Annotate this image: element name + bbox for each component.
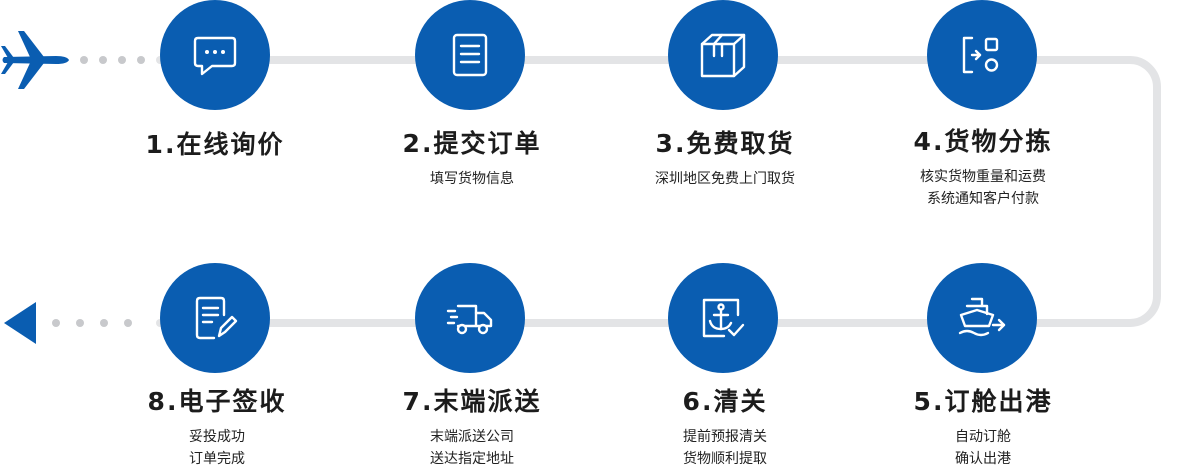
step-4-desc-line-2: 系统通知客户付款 — [927, 191, 1039, 207]
step-5-desc-line-2: 确认出港 — [955, 451, 1011, 467]
step-6-circle — [668, 263, 778, 373]
step-8-desc: 妥投成功 订单完成 — [107, 426, 327, 470]
step-4-title: 4.货物分拣 — [913, 127, 1053, 156]
step-7-desc-line-1: 末端派送公司 — [430, 429, 514, 445]
step-5-desc: 自动订舱 确认出港 — [873, 426, 1093, 470]
step-4: 4.货物分拣 核实货物重量和运费 系统通知客户付款 — [873, 127, 1093, 210]
step-8-desc-line-2: 订单完成 — [189, 451, 245, 467]
step-2-desc-line-1: 填写货物信息 — [430, 171, 514, 187]
step-6-desc-line-2: 货物顺利提取 — [683, 451, 767, 467]
ship-icon — [958, 297, 1006, 337]
document-icon — [452, 33, 488, 77]
step-1-title: 1.在线询价 — [145, 130, 285, 159]
step-8-title: 8.电子签收 — [147, 387, 287, 416]
sign-document-icon — [195, 296, 238, 340]
step-1-circle — [160, 0, 270, 110]
step-6-title: 6.清关 — [682, 387, 768, 416]
chat-bubble-icon — [193, 36, 237, 76]
step-3-desc: 深圳地区免费上门取货 — [615, 168, 835, 190]
step-4-desc: 核实货物重量和运费 系统通知客户付款 — [873, 166, 1093, 210]
step-7: 7.末端派送 末端派送公司 送达指定地址 — [362, 387, 582, 470]
step-1: 1.在线询价 — [105, 130, 325, 160]
step-7-desc-line-2: 送达指定地址 — [430, 451, 514, 467]
step-2: 2.提交订单 填写货物信息 — [362, 129, 582, 190]
step-5-desc-line-1: 自动订舱 — [955, 429, 1011, 445]
step-4-circle — [927, 0, 1037, 110]
step-5: 5.订舱出港 自动订舱 确认出港 — [873, 387, 1093, 470]
bottom-dots — [52, 319, 132, 327]
step-3-desc-line-1: 深圳地区免费上门取货 — [655, 171, 795, 187]
step-3: 3.免费取货 深圳地区免费上门取货 — [615, 129, 835, 190]
truck-icon — [446, 304, 493, 335]
arrow-left-icon — [4, 302, 36, 344]
step-8: 8.电子签收 妥投成功 订单完成 — [107, 387, 327, 470]
step-6-desc-line-1: 提前预报清关 — [683, 429, 767, 445]
step-2-circle — [415, 0, 525, 110]
step-7-circle — [415, 263, 525, 373]
box-icon — [700, 33, 746, 78]
step-4-desc-line-1: 核实货物重量和运费 — [920, 169, 1046, 185]
step-7-title: 7.末端派送 — [402, 387, 542, 416]
step-5-title: 5.订舱出港 — [913, 387, 1053, 416]
step-3-circle — [668, 0, 778, 110]
step-6-desc: 提前预报清关 货物顺利提取 — [615, 426, 835, 470]
top-dots — [80, 56, 145, 64]
step-7-desc: 末端派送公司 送达指定地址 — [362, 426, 582, 470]
sort-icon — [962, 36, 999, 74]
step-6: 6.清关 提前预报清关 货物顺利提取 — [615, 387, 835, 470]
step-8-desc-line-1: 妥投成功 — [189, 429, 245, 445]
step-2-desc: 填写货物信息 — [362, 168, 582, 190]
step-8-circle — [160, 263, 270, 373]
customs-anchor-icon — [702, 298, 745, 338]
step-2-title: 2.提交订单 — [402, 129, 542, 158]
right-connector-curve — [1129, 56, 1161, 327]
airplane-icon — [1, 31, 69, 89]
step-5-circle — [927, 263, 1037, 373]
step-3-title: 3.免费取货 — [655, 129, 795, 158]
